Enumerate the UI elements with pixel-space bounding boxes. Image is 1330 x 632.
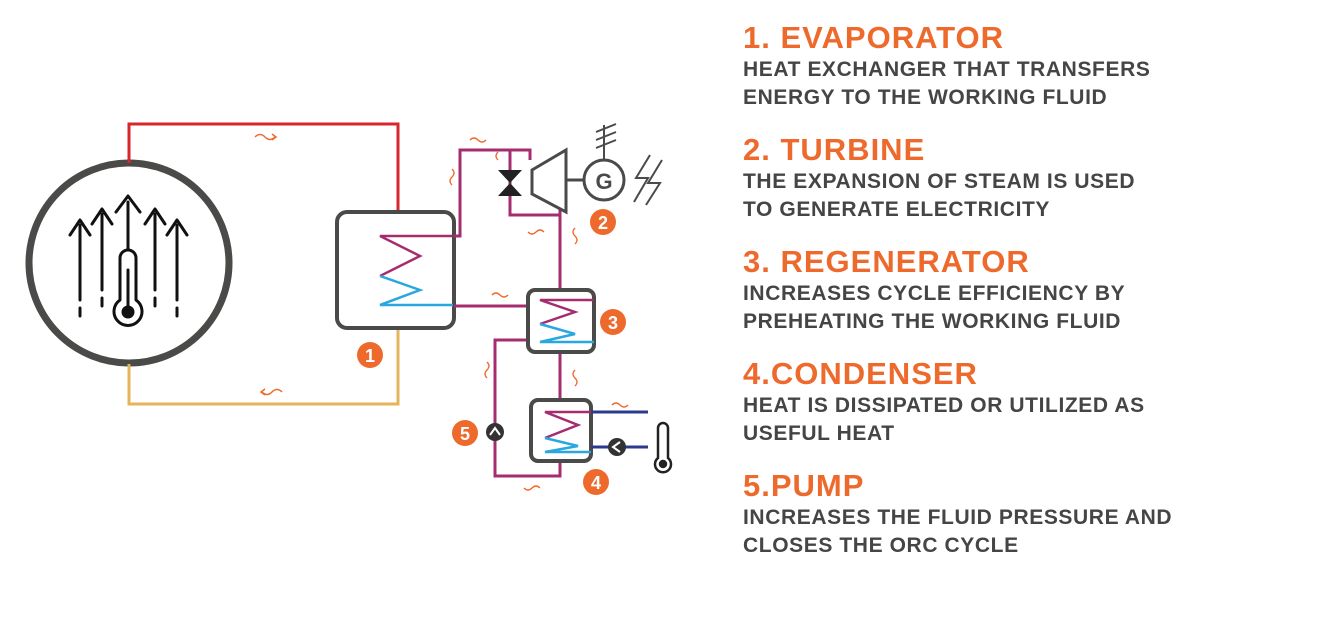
cooling-pump-icon: [608, 438, 626, 456]
evaporator: [335, 210, 456, 330]
orc-cycle-diagram: G: [25, 122, 673, 495]
legend-desc-line: HEAT EXCHANGER THAT TRANSFERS: [743, 58, 1151, 81]
generator-label: G: [595, 169, 612, 194]
badge-1: 1: [357, 342, 383, 368]
svg-text:5: 5: [460, 424, 470, 444]
legend-title: 3. REGENERATOR: [743, 244, 1030, 279]
legend-desc-line: CLOSES THE ORC CYCLE: [743, 534, 1019, 557]
regenerator: [526, 288, 596, 354]
legend-title: 5.PUMP: [743, 468, 865, 503]
flow-arrow: [259, 388, 283, 396]
generator: G: [582, 123, 626, 202]
svg-text:1: 1: [365, 346, 375, 366]
legend-item-evaporator: 1. EVAPORATOR HEAT EXCHANGER THAT TRANSF…: [743, 20, 1323, 112]
cold-return-pipe: [127, 328, 400, 406]
svg-text:3: 3: [608, 313, 618, 333]
flow-arrow: [254, 133, 278, 141]
flow-arrows: [449, 137, 629, 491]
legend-desc-line: ENERGY TO THE WORKING FLUID: [743, 86, 1108, 109]
legend-item-turbine: 2. TURBINE THE EXPANSION OF STEAM IS USE…: [743, 132, 1323, 224]
legend-desc-line: PREHEATING THE WORKING FLUID: [743, 310, 1122, 333]
hot-supply-pipe: [127, 122, 400, 212]
badge-3: 3: [600, 309, 626, 335]
legend-title: 4.CONDENSER: [743, 356, 978, 391]
badge-2: 2: [590, 209, 616, 235]
legend-desc-line: INCREASES THE FLUID PRESSURE AND: [743, 506, 1173, 529]
outlet-thermometer-icon: [653, 421, 673, 474]
component-legend: 1. EVAPORATOR HEAT EXCHANGER THAT TRANSF…: [743, 20, 1323, 580]
condenser: [529, 398, 593, 463]
valve-icon: [498, 170, 522, 196]
legend-desc-line: TO GENERATE ELECTRICITY: [743, 198, 1051, 221]
legend-desc-line: THE EXPANSION OF STEAM IS USED: [743, 170, 1136, 193]
legend-desc-line: HEAT IS DISSIPATED OR UTILIZED AS: [743, 394, 1145, 417]
heat-source-thermometer-icon: [68, 194, 189, 327]
svg-text:4: 4: [591, 473, 601, 493]
pump-icon: [486, 423, 504, 441]
legend-desc-line: USEFUL HEAT: [743, 422, 895, 445]
legend-title: 2. TURBINE: [743, 132, 926, 167]
legend-title: 1. EVAPORATOR: [743, 20, 1005, 55]
legend-desc-line: INCREASES CYCLE EFFICIENCY BY: [743, 282, 1126, 305]
svg-text:2: 2: [598, 213, 608, 233]
legend-item-regenerator: 3. REGENERATOR INCREASES CYCLE EFFICIENC…: [743, 244, 1323, 336]
badge-4: 4: [583, 469, 609, 495]
badge-5: 5: [452, 420, 478, 446]
electricity-icon: [633, 154, 663, 206]
turbine: [530, 147, 584, 215]
legend-item-pump: 5.PUMP INCREASES THE FLUID PRESSURE AND …: [743, 468, 1323, 560]
legend-item-condenser: 4.CONDENSER HEAT IS DISSIPATED OR UTILIZ…: [743, 356, 1323, 448]
